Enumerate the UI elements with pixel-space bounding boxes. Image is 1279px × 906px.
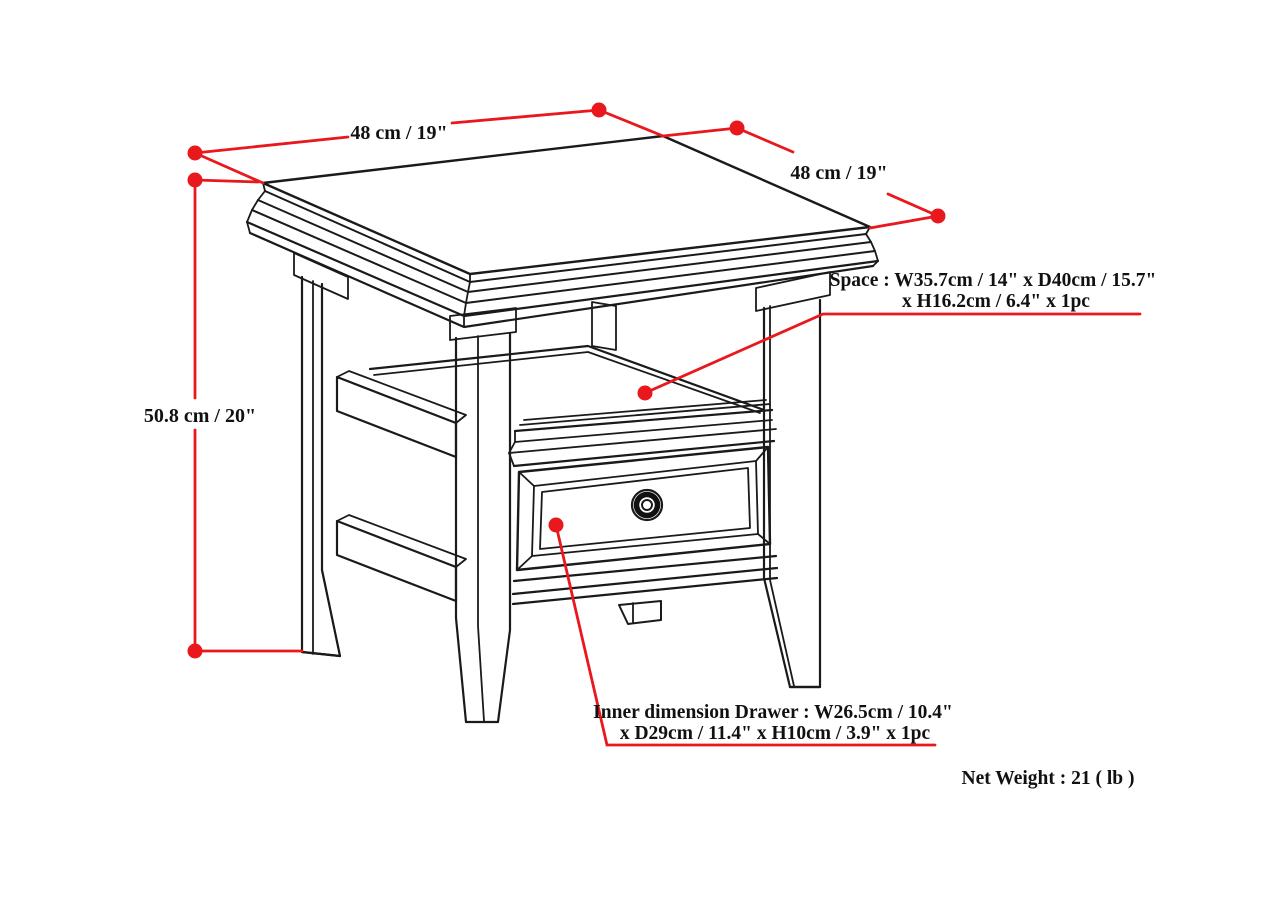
label-drawer-inner-line1: Inner dimension Drawer : W26.5cm / 10.4" bbox=[593, 702, 953, 723]
drawer-knob-icon bbox=[630, 488, 664, 522]
dimension-dot bbox=[930, 208, 946, 224]
dimension-dot bbox=[729, 120, 745, 136]
labels: 48 cm / 19" 48 cm / 19" 50.8 cm / 20" Sp… bbox=[144, 122, 1156, 789]
front-leg bbox=[449, 307, 517, 724]
dimension-dot bbox=[187, 643, 203, 659]
leader-drawer-inner bbox=[554, 523, 937, 747]
label-shelf-space-line2: x H16.2cm / 6.4" x 1pc bbox=[902, 291, 1090, 312]
label-left-height: 50.8 cm / 20" bbox=[144, 405, 256, 427]
left-side-rails bbox=[335, 370, 467, 603]
right-leg bbox=[755, 271, 831, 689]
dimension-dot bbox=[187, 145, 203, 161]
left-leg bbox=[293, 252, 349, 658]
back-leg bbox=[591, 301, 617, 351]
table-drawing bbox=[245, 134, 880, 724]
dimension-dot bbox=[637, 385, 653, 401]
label-net-weight: Net Weight : 21 ( lb ) bbox=[962, 768, 1135, 789]
label-right-depth: 48 cm / 19" bbox=[790, 162, 887, 184]
label-drawer-inner-line2: x D29cm / 11.4" x H10cm / 3.9" x 1pc bbox=[620, 723, 931, 744]
dimension-dots bbox=[187, 102, 946, 659]
dimension-left-height bbox=[193, 178, 304, 653]
leader-shelf-space bbox=[643, 312, 1142, 395]
label-top-width: 48 cm / 19" bbox=[350, 122, 447, 144]
label-shelf-space-line1: Space : W35.7cm / 14" x D40cm / 15.7" bbox=[830, 270, 1157, 291]
dimension-dot bbox=[591, 102, 607, 118]
tabletop bbox=[245, 134, 880, 329]
dimension-right-depth bbox=[661, 126, 940, 230]
dimension-annotations bbox=[187, 102, 1142, 747]
shelf bbox=[368, 344, 771, 426]
dimension-top-width bbox=[193, 108, 665, 185]
dimension-dot bbox=[548, 517, 564, 533]
drawer bbox=[508, 408, 779, 625]
dimension-dot bbox=[187, 172, 203, 188]
